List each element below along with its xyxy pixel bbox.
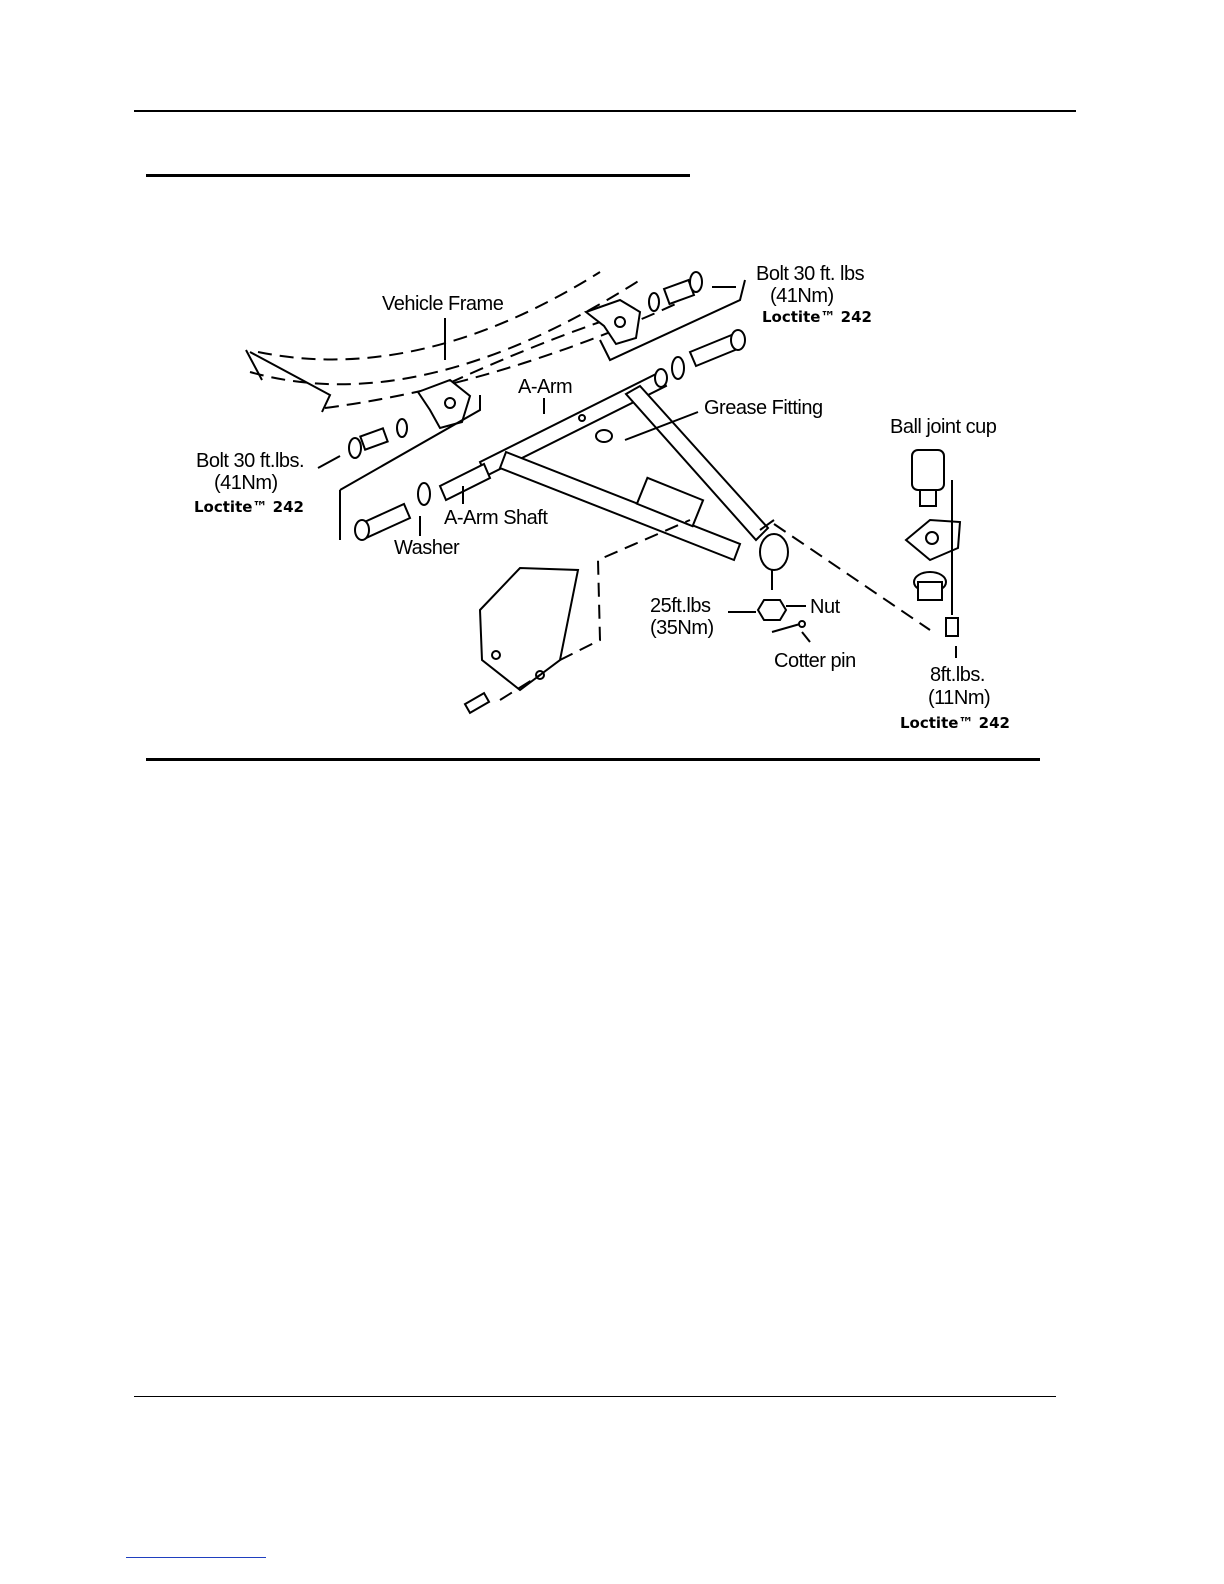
label-cotter-pin: Cotter pin bbox=[774, 650, 856, 672]
top-bolt-drawing bbox=[649, 272, 702, 311]
label-nut-torque: 25ft.lbs bbox=[650, 595, 711, 617]
label-bolt-top-nm: (41Nm) bbox=[770, 285, 834, 307]
label-nut-nm: (35Nm) bbox=[650, 617, 714, 639]
label-ball-joint-cup: Ball joint cup bbox=[890, 416, 997, 438]
label-bolt-left-nm: (41Nm) bbox=[214, 472, 278, 494]
nut-and-cotter-pin-drawing bbox=[758, 570, 805, 632]
label-bolt-left-torque: Bolt 30 ft.lbs. bbox=[196, 450, 304, 472]
label-ball-bolt-torque: 8ft.lbs. bbox=[930, 664, 985, 686]
label-ball-bolt-nm: (11Nm) bbox=[928, 687, 990, 709]
label-bolt-top-torque: Bolt 30 ft. lbs bbox=[756, 263, 865, 285]
ball-joint-drawing bbox=[760, 450, 960, 636]
label-vehicle-frame: Vehicle Frame bbox=[382, 293, 504, 315]
footer-link-underline[interactable] bbox=[126, 1557, 266, 1558]
label-washer: Washer bbox=[394, 537, 460, 559]
a-arm-exploded-diagram: Vehicle Frame Bolt 30 ft. lbs (41Nm) Loc… bbox=[0, 0, 1224, 800]
label-bolt-left-loctite: Loctite™ 242 bbox=[194, 498, 304, 516]
label-bolt-top-loctite: Loctite™ 242 bbox=[762, 308, 872, 326]
label-nut: Nut bbox=[810, 596, 841, 618]
label-a-arm: A-Arm bbox=[518, 376, 572, 398]
footer-rule bbox=[134, 1396, 1056, 1397]
label-grease-fitting: Grease Fitting bbox=[704, 397, 823, 419]
label-a-arm-shaft: A-Arm Shaft bbox=[444, 507, 548, 529]
left-bolt-drawing bbox=[349, 419, 407, 458]
label-ball-bolt-loctite: Loctite™ 242 bbox=[900, 714, 1010, 732]
